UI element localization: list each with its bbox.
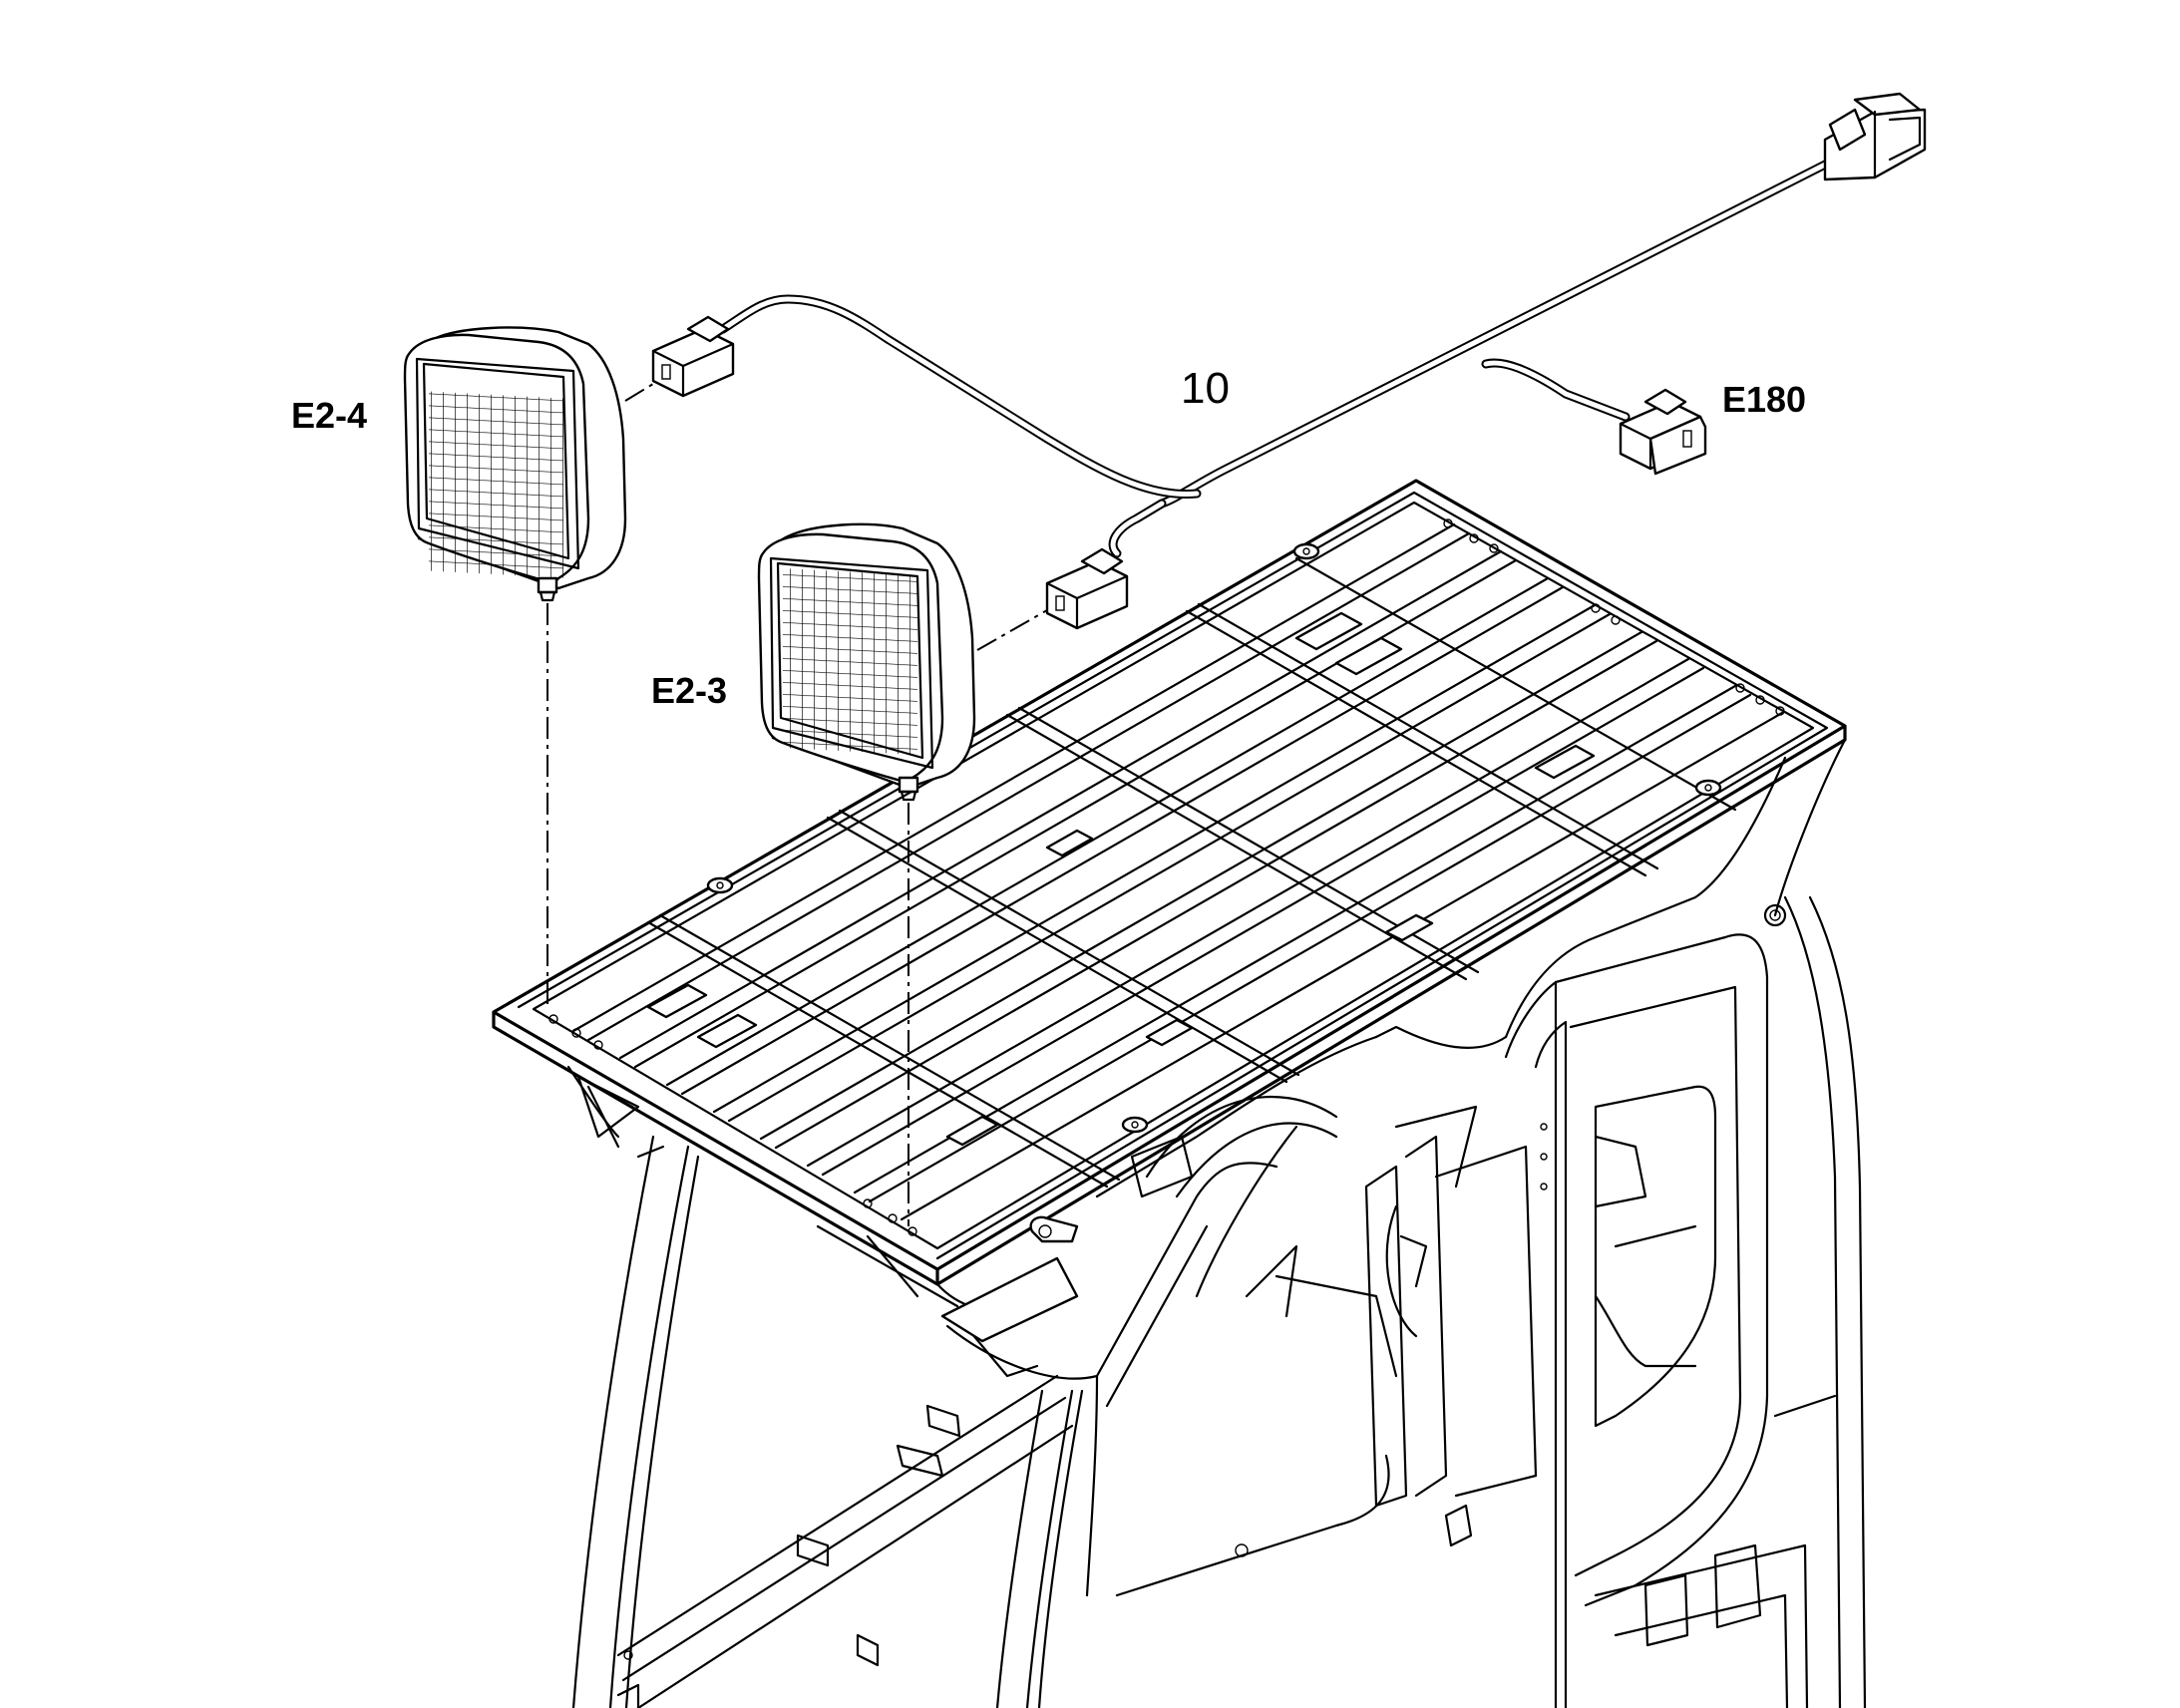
connector-plug-icon [1619, 388, 1707, 476]
connector-e180-label: E180 [1722, 379, 1807, 420]
roof-brackets [646, 611, 1596, 1147]
work-lamp-icon [403, 326, 627, 602]
lamp-lens-grid [429, 391, 563, 578]
connector-plug-icon [651, 315, 735, 398]
lamp-e2-4-label: E2-4 [291, 395, 368, 436]
cab-body [571, 895, 1867, 1708]
connector-plug-icon [1045, 547, 1129, 630]
roof-rim-holes [548, 518, 1785, 1236]
lamp-lens-grid [783, 568, 917, 756]
work-lamp-icon [757, 522, 976, 802]
assembly-leader-lines [546, 383, 1048, 1226]
roof-frame [492, 479, 1847, 1343]
roof-slats [571, 522, 1784, 1221]
connector-plug-icon [1823, 92, 1927, 181]
roof-mount-bosses [706, 542, 1722, 1134]
harness-item-label: 10 [1181, 364, 1230, 413]
lamp-e2-3-label: E2-3 [651, 670, 728, 711]
wiring-harness [718, 155, 1840, 558]
